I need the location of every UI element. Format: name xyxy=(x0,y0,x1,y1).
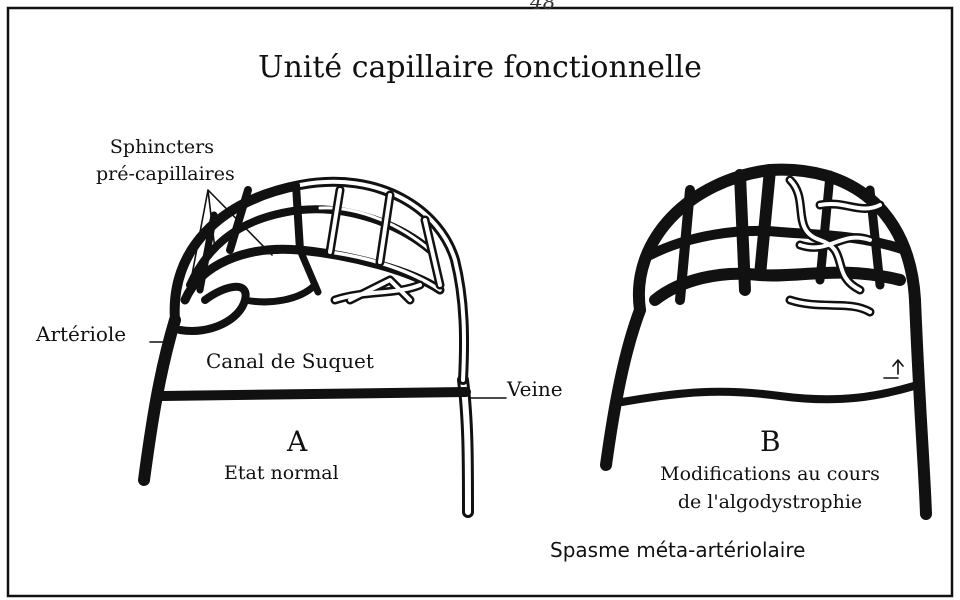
canal-label: Canal de Suquet xyxy=(206,349,374,373)
sphincters-label-line2: pré-capillaires xyxy=(96,161,214,188)
panel-b-letter: B xyxy=(760,425,781,458)
spasm-shunt xyxy=(622,386,914,402)
arteriole-label: Artériole xyxy=(36,322,126,346)
panel-a-letter: A xyxy=(287,425,307,458)
spasm-note: Spasme méta-artériolaire xyxy=(550,538,805,562)
panel-a-caption: Etat normal xyxy=(224,462,339,484)
veine-label: Veine xyxy=(507,377,563,401)
panel-b-caption-line1: Modifications au cours xyxy=(630,460,910,488)
sphincters-label-line1: Sphincters xyxy=(96,134,214,161)
spasm-arrow xyxy=(884,360,903,378)
panel-b-caption-line2: de l'algodystrophie xyxy=(630,488,910,516)
diagram-title: Unité capillaire fonctionnelle xyxy=(0,50,960,85)
canal-de-suquet xyxy=(162,392,466,396)
page-number: 48 xyxy=(530,0,555,14)
panel-b-caption: Modifications au cours de l'algodystroph… xyxy=(630,460,910,516)
sphincters-label: Sphincters pré-capillaires xyxy=(96,134,214,188)
